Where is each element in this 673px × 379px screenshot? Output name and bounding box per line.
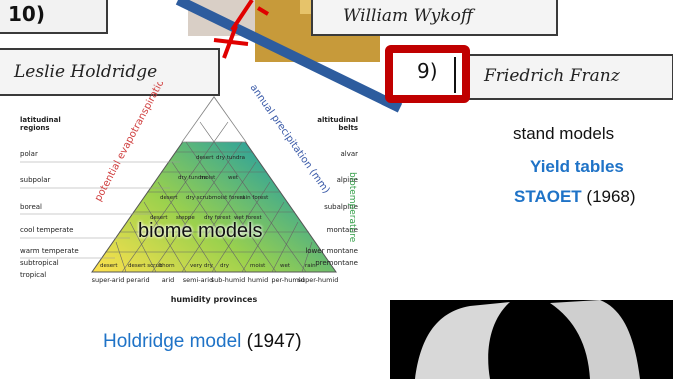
belt-1: alpine <box>337 176 358 184</box>
svg-text:moist: moist <box>200 175 216 181</box>
staoet-year: (1968) <box>581 187 636 206</box>
slide-number-10-label: 10) <box>8 2 45 26</box>
svg-text:very dry: very dry <box>190 263 214 269</box>
name-box-wykoff: William Wykoff <box>311 0 558 36</box>
humidity-1: perarid <box>126 276 149 284</box>
belt-3: montane <box>327 226 358 234</box>
svg-text:desert scrub: desert scrub <box>128 263 163 269</box>
name-box-franz: Friedrich Franz <box>462 54 673 100</box>
triangle-top-empty <box>181 96 247 143</box>
svg-text:belts: belts <box>338 124 358 132</box>
svg-text:desert: desert <box>150 215 168 221</box>
red-cross-mark-bottom <box>213 25 249 59</box>
region-5: subtropical <box>20 259 59 267</box>
humidity-title: humidity provinces <box>171 295 258 304</box>
svg-text:rain: rain <box>305 263 316 269</box>
humidity-2: arid <box>162 276 175 284</box>
svg-text:desert: desert <box>160 195 178 201</box>
slide-number-9-label: 9) <box>417 59 438 83</box>
stand-models-label: stand models <box>513 124 615 143</box>
belt-2: subalpine <box>324 203 358 211</box>
slide-number-10: 10) <box>0 0 108 34</box>
svg-text:desert: desert <box>100 263 118 269</box>
svg-text:moist: moist <box>250 263 266 269</box>
region-4: warm temperate <box>20 247 79 255</box>
region-3: cool temperate <box>20 226 73 234</box>
belt-5: premontane <box>315 259 358 267</box>
silhouette-light-left <box>415 302 510 379</box>
humidity-5: humid <box>248 276 269 284</box>
caption-name: Holdridge model <box>103 331 242 352</box>
humidity-0: super-arid <box>92 276 125 284</box>
humidity-labels: super-arid perarid arid semi-arid sub-hu… <box>92 276 339 304</box>
belt-4: lower montane <box>305 247 358 255</box>
person-silhouette <box>515 338 553 379</box>
svg-text:dry tundra: dry tundra <box>216 155 245 161</box>
red-cross-mark-top <box>230 0 270 32</box>
staoet-label: STAOET (1968) <box>514 187 636 207</box>
humidity-4: sub-humid <box>211 276 245 284</box>
svg-text:wet: wet <box>280 263 291 269</box>
caption-year: (1947) <box>241 331 302 352</box>
svg-text:steppe: steppe <box>176 215 195 221</box>
svg-text:dry scrub: dry scrub <box>186 195 212 201</box>
holdridge-caption: Holdridge model (1947) <box>103 331 302 353</box>
svg-text:dry forest: dry forest <box>204 215 231 221</box>
svg-text:rain forest: rain forest <box>240 195 269 201</box>
silhouette-photo <box>390 300 673 379</box>
left-axis-title: latitudinal <box>20 116 61 124</box>
svg-text:dry: dry <box>220 263 230 269</box>
region-labels: latitudinal regions polar subpolar borea… <box>20 116 79 279</box>
name-franz: Friedrich Franz <box>484 66 620 86</box>
text-cursor <box>454 57 456 93</box>
region-1: subpolar <box>20 176 50 184</box>
staoet-name: STAOET <box>514 187 582 206</box>
svg-text:wet: wet <box>228 175 239 181</box>
biotemp-axis-label: biotemperature <box>347 172 357 243</box>
silhouette-light-right <box>550 300 640 379</box>
region-2: boreal <box>20 203 42 211</box>
belt-labels: altitudinal belts alvar alpine subalpine… <box>305 116 358 267</box>
name-box-holdridge: Leslie Holdridge <box>0 48 220 96</box>
biome-models-label: biome models <box>138 220 263 242</box>
slide-number-9-highlight: 9) <box>385 45 470 103</box>
humidity-7: super-humid <box>298 276 339 284</box>
svg-text:thorn: thorn <box>160 263 175 269</box>
name-wykoff: William Wykoff <box>343 6 473 26</box>
region-6: tropical <box>20 271 46 279</box>
svg-text:wet forest: wet forest <box>234 215 262 221</box>
yield-tables-label: Yield tables <box>530 157 624 176</box>
hexagon-grid <box>105 121 323 273</box>
humidity-6: per-humid <box>271 276 304 284</box>
humidity-3: semi-arid <box>183 276 213 284</box>
name-holdridge: Leslie Holdridge <box>14 62 158 82</box>
region-0: polar <box>20 150 38 158</box>
svg-text:dry tundra: dry tundra <box>178 175 207 181</box>
region-lines <box>20 161 180 259</box>
svg-text:desert: desert <box>196 155 214 161</box>
svg-text:moist forest: moist forest <box>212 195 246 201</box>
blue-connector-line <box>175 0 403 113</box>
belt-0: alvar <box>340 150 358 158</box>
svg-text:regions: regions <box>20 124 50 132</box>
svg-text:altitudinal: altitudinal <box>317 116 358 124</box>
